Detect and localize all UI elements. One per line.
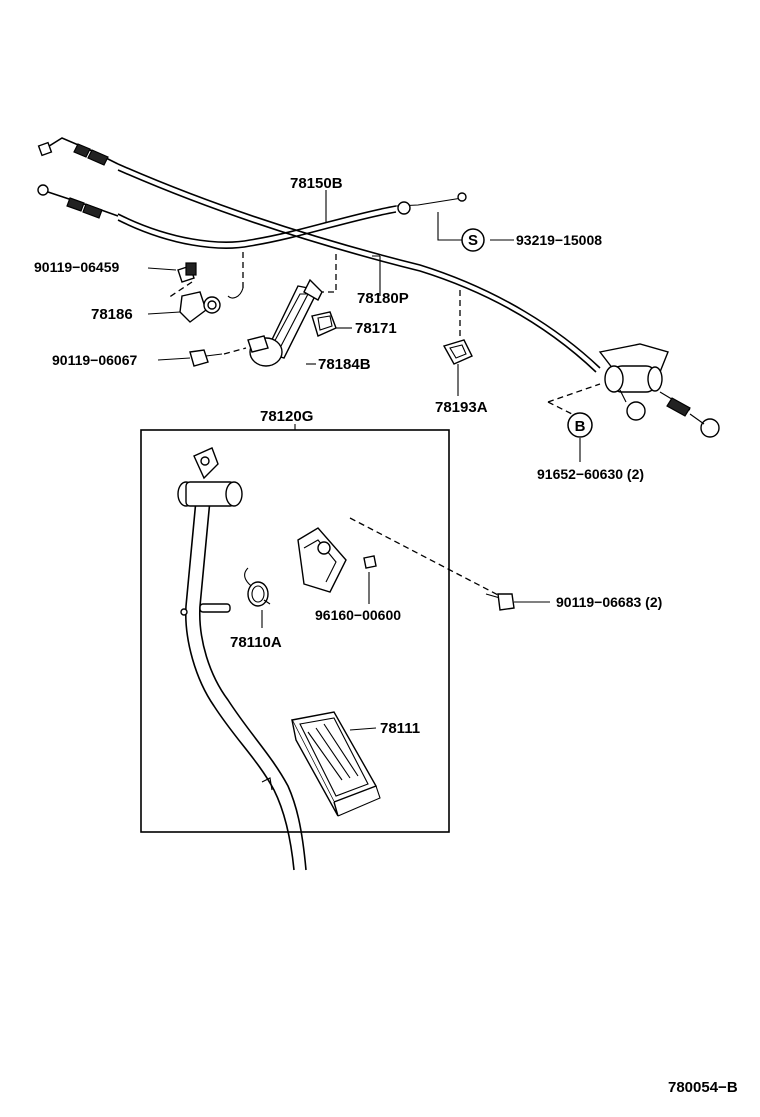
- pivot-pin: [180, 603, 231, 616]
- clip-78171: [311, 311, 337, 337]
- pedal-lever: [177, 447, 307, 871]
- label-78193A: 78193A: [435, 399, 488, 416]
- label-78150B: 78150B: [290, 175, 343, 192]
- label-78186: 78186: [91, 306, 133, 323]
- bolt-90119-06067: [189, 347, 247, 367]
- bracket-78186: [167, 252, 244, 323]
- reference-code: 780054−B: [668, 1079, 738, 1096]
- marker-b: B: [567, 412, 593, 438]
- bolt-90119-06459: [177, 262, 197, 283]
- label-78171: 78171: [355, 320, 397, 337]
- label-78184B: 78184B: [318, 356, 371, 373]
- bracket-96160: [297, 517, 501, 604]
- label-78111: 78111: [380, 720, 420, 737]
- svg-text:B: B: [575, 418, 586, 435]
- arm-78184B: [247, 254, 337, 367]
- label-78120G: 78120G: [260, 408, 313, 425]
- label-78110A: 78110A: [230, 634, 282, 651]
- upper-throttle-cable: [37, 137, 601, 373]
- spring-78110A: [244, 567, 271, 607]
- svg-text:S: S: [468, 232, 478, 249]
- cable-end-bracket: [598, 343, 720, 438]
- lower-throttle-cable: [37, 184, 467, 249]
- marker-s: S: [461, 228, 485, 252]
- label-78180P: 78180P: [357, 290, 409, 307]
- label-96160-00600: 96160−00600: [315, 607, 401, 623]
- label-93219-15008: 93219−15008: [516, 232, 602, 248]
- label-91652-60630: 91652−60630 (2): [537, 466, 644, 482]
- label-90119-06067: 90119−06067: [52, 352, 137, 368]
- label-90119-06683: 90119−06683 (2): [556, 594, 662, 610]
- bolt-90119-06683: [485, 593, 515, 611]
- pedal-pad-78111: [290, 711, 381, 817]
- clamp-78193A: [442, 290, 473, 365]
- label-90119-06459: 90119−06459: [34, 259, 119, 275]
